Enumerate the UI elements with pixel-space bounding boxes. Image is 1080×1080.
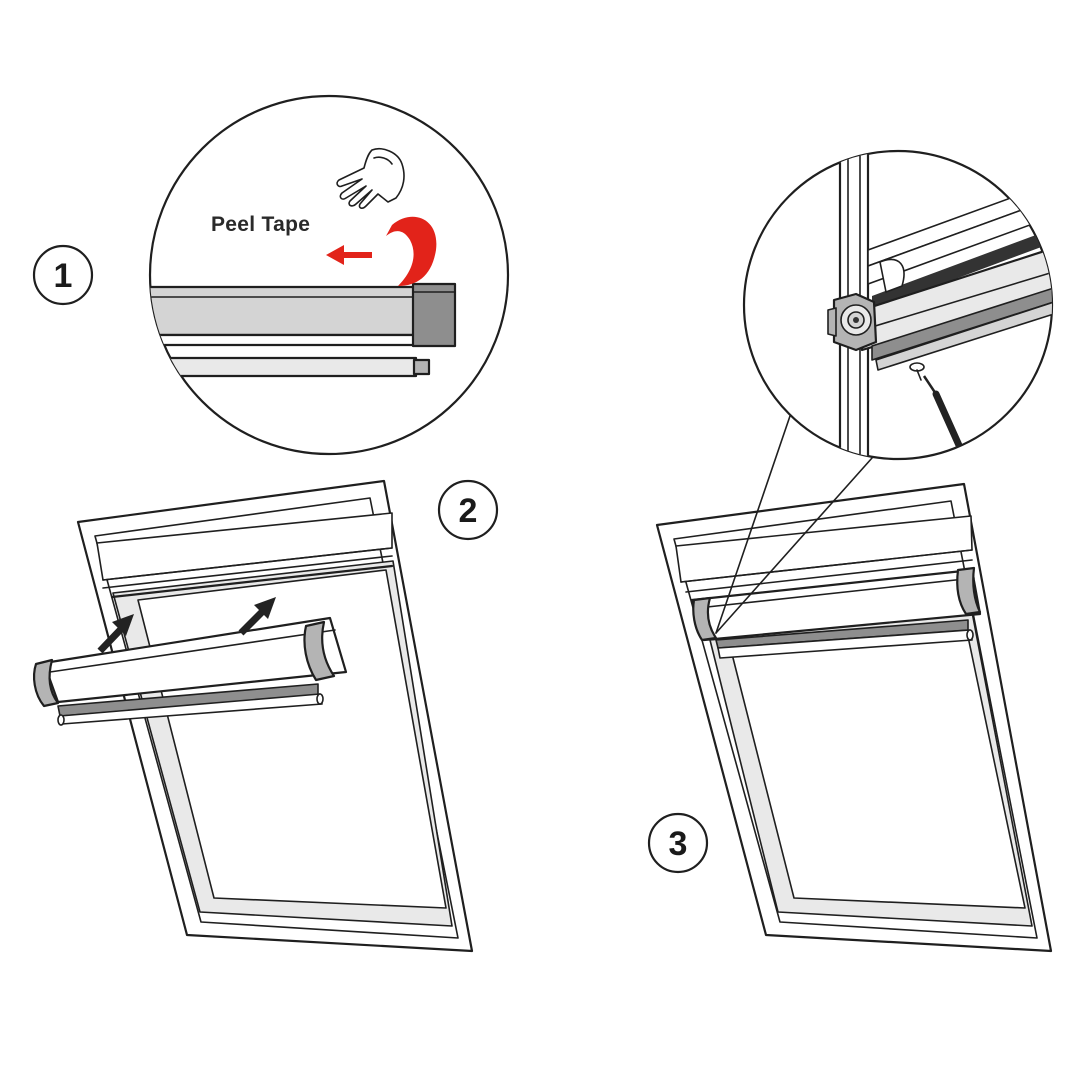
screw (909, 362, 925, 381)
step-3-detail (742, 149, 1054, 461)
headrail-profile (150, 282, 457, 378)
blind-cassette (33, 616, 348, 726)
arrow-up-right-icon (238, 597, 276, 636)
step-3-window (655, 415, 1053, 953)
step-badge-3: 3 (647, 812, 709, 874)
end-cap (411, 282, 457, 348)
step-1-group: Peel Tape (148, 94, 510, 456)
arrow-left-icon (326, 245, 372, 265)
step-number-2: 2 (459, 492, 478, 530)
step-badge-2: 2 (437, 479, 499, 541)
hand-icon (336, 148, 405, 209)
detail-circle-1 (148, 94, 510, 456)
step-badge-1: 1 (32, 244, 94, 306)
peel-tape-label: Peel Tape (211, 213, 310, 236)
peeled-tape (386, 216, 437, 286)
step-number-1: 1 (54, 257, 73, 295)
screwdriver-icon (922, 375, 966, 456)
arrow-up-right-icon (97, 614, 134, 654)
step-number-3: 3 (669, 825, 688, 863)
step-2-window (33, 479, 474, 953)
